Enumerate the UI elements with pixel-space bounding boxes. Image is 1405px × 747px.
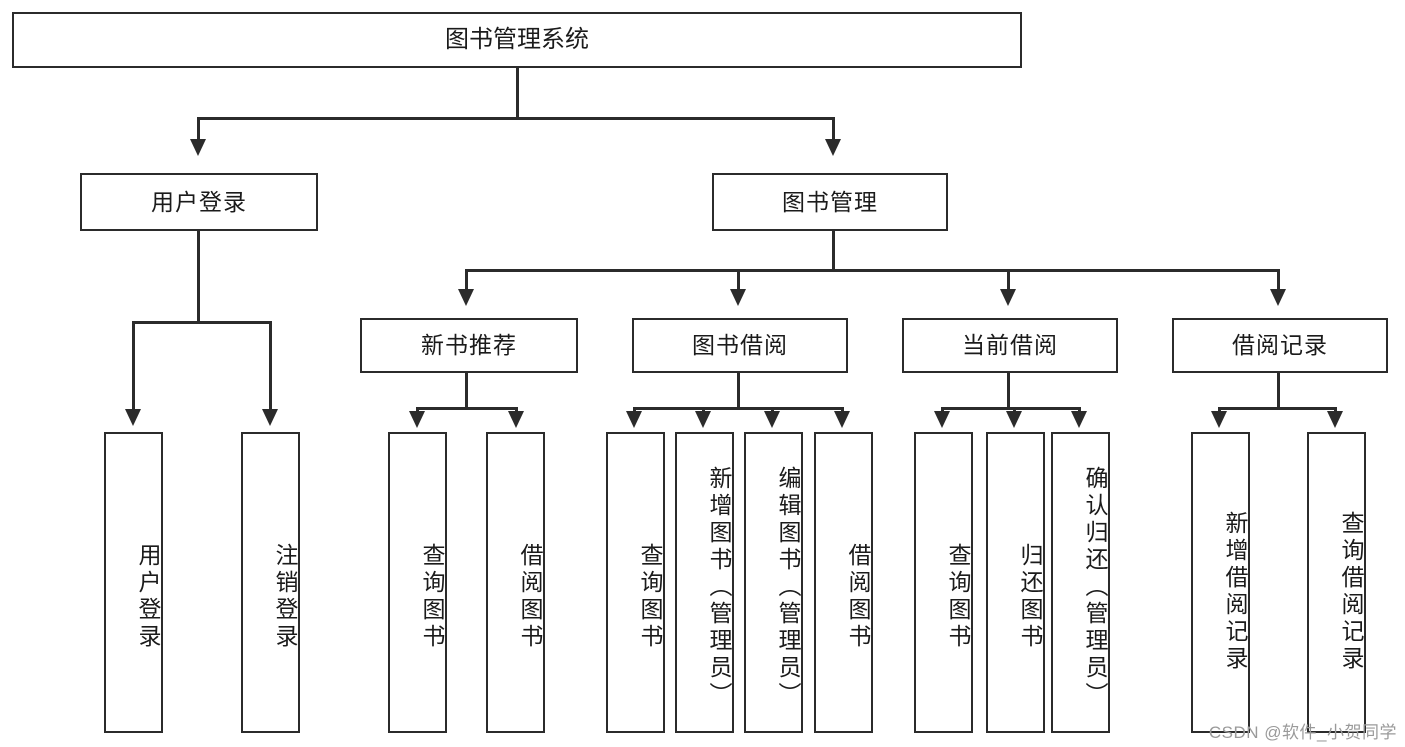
node-label: 当前借阅	[962, 332, 1058, 359]
node-label: 注销登录	[272, 542, 298, 651]
leaf-record-add-record[interactable]: 新增借阅记录	[1191, 432, 1250, 733]
arrowhead-leaf-borrow-1	[626, 411, 642, 428]
node-label: 借阅图书	[845, 542, 871, 651]
node-label: 图书借阅	[692, 332, 788, 359]
leaf-current-query-book[interactable]: 查询图书	[914, 432, 973, 733]
leaf-borrow-add-book-admin[interactable]: 新增图书（管理员）	[675, 432, 734, 733]
arrowhead-leaf-record-1	[1211, 411, 1227, 428]
connector-drop-leaf-newbook-1	[416, 407, 419, 413]
node-label: 查询图书	[419, 542, 445, 651]
node-label: 图书管理系统	[445, 26, 589, 54]
leaf-current-return-book[interactable]: 归还图书	[986, 432, 1045, 733]
arrowhead-leaf-current-2	[1006, 411, 1022, 428]
connector-current-borrow-bus	[941, 407, 1078, 410]
connector-drop-new-book	[465, 269, 468, 291]
connector-new-book-bus	[416, 407, 517, 410]
arrowhead-user-login	[190, 139, 206, 156]
node-borrow-record[interactable]: 借阅记录	[1172, 318, 1388, 373]
node-label: 编辑图书（管理员）	[775, 466, 801, 709]
connector-book-mgmt-stem	[832, 231, 835, 271]
leaf-newbook-borrow-book[interactable]: 借阅图书	[486, 432, 545, 733]
node-label: 确认归还（管理员）	[1082, 466, 1108, 709]
watermark-text: CSDN @软件_小贺同学	[1208, 723, 1397, 742]
node-new-book-recommend[interactable]: 新书推荐	[360, 318, 578, 373]
node-book-management[interactable]: 图书管理	[712, 173, 948, 231]
connector-level3-bus	[465, 269, 1280, 272]
arrowhead-leaf-borrow-4	[834, 411, 850, 428]
leaf-newbook-query-book[interactable]: 查询图书	[388, 432, 447, 733]
arrowhead-leaf-user-2	[262, 409, 278, 426]
node-user-login[interactable]: 用户登录	[80, 173, 318, 231]
leaf-user-login[interactable]: 用户登录	[104, 432, 163, 733]
connector-drop-leaf-user-1	[132, 321, 135, 411]
node-label: 归还图书	[1017, 542, 1043, 651]
leaf-current-confirm-return-admin[interactable]: 确认归还（管理员）	[1051, 432, 1110, 733]
node-label: 新增图书（管理员）	[706, 466, 732, 709]
leaf-borrow-query-book[interactable]: 查询图书	[606, 432, 665, 733]
arrowhead-leaf-borrow-3	[764, 411, 780, 428]
node-label: 查询借阅记录	[1338, 510, 1364, 673]
arrowhead-leaf-user-1	[125, 409, 141, 426]
node-label: 图书管理	[782, 188, 878, 215]
node-book-borrow[interactable]: 图书借阅	[632, 318, 848, 373]
connector-drop-leaf-newbook-2	[515, 407, 518, 413]
arrowhead-leaf-newbook-2	[508, 411, 524, 428]
leaf-record-query-record[interactable]: 查询借阅记录	[1307, 432, 1366, 733]
connector-drop-borrow-record	[1277, 269, 1280, 291]
connector-borrow-record-bus	[1218, 407, 1336, 410]
arrowhead-leaf-borrow-2	[695, 411, 711, 428]
connector-drop-current-borrow	[1007, 269, 1010, 291]
connector-drop-user-login	[197, 117, 200, 141]
connector-user-login-bus	[132, 321, 269, 324]
node-label: 查询图书	[637, 542, 663, 651]
connector-drop-leaf-record-1	[1218, 407, 1221, 413]
connector-drop-leaf-borrow-1	[633, 407, 636, 413]
arrowhead-leaf-current-1	[934, 411, 950, 428]
arrowhead-book-borrow	[730, 289, 746, 306]
connector-drop-book-borrow	[737, 269, 740, 291]
node-label: 新增借阅记录	[1222, 510, 1248, 673]
connector-drop-leaf-user-2	[269, 321, 272, 411]
node-root-system[interactable]: 图书管理系统	[12, 12, 1022, 68]
connector-drop-leaf-borrow-2	[702, 407, 705, 413]
connector-user-login-stem	[197, 231, 200, 323]
node-label: 查询图书	[945, 542, 971, 651]
node-label: 用户登录	[151, 188, 247, 215]
arrowhead-current-borrow	[1000, 289, 1016, 306]
connector-drop-book-mgmt	[832, 117, 835, 141]
arrowhead-leaf-current-3	[1071, 411, 1087, 428]
connector-borrow-record-stem	[1277, 373, 1280, 409]
node-label: 用户登录	[135, 542, 161, 651]
node-current-borrow[interactable]: 当前借阅	[902, 318, 1118, 373]
node-label: 新书推荐	[421, 332, 517, 359]
connector-drop-leaf-current-1	[941, 407, 944, 413]
connector-drop-leaf-borrow-3	[771, 407, 774, 413]
connector-book-borrow-stem	[737, 373, 740, 409]
connector-drop-leaf-current-3	[1078, 407, 1081, 413]
connector-drop-leaf-current-2	[1013, 407, 1016, 413]
node-label: 借阅记录	[1232, 332, 1328, 359]
leaf-borrow-borrow-book[interactable]: 借阅图书	[814, 432, 873, 733]
connector-book-borrow-bus	[633, 407, 841, 410]
arrowhead-book-mgmt	[825, 139, 841, 156]
connector-root-stem	[516, 68, 519, 118]
leaf-borrow-edit-book-admin[interactable]: 编辑图书（管理员）	[744, 432, 803, 733]
arrowhead-leaf-newbook-1	[409, 411, 425, 428]
arrowhead-borrow-record	[1270, 289, 1286, 306]
connector-level2-bus	[197, 117, 834, 120]
connector-new-book-stem	[465, 373, 468, 409]
connector-drop-leaf-record-2	[1334, 407, 1337, 413]
connector-drop-leaf-borrow-4	[841, 407, 844, 413]
connector-current-borrow-stem	[1007, 373, 1010, 409]
arrowhead-leaf-record-2	[1327, 411, 1343, 428]
node-label: 借阅图书	[517, 542, 543, 651]
leaf-user-logout[interactable]: 注销登录	[241, 432, 300, 733]
arrowhead-new-book	[458, 289, 474, 306]
